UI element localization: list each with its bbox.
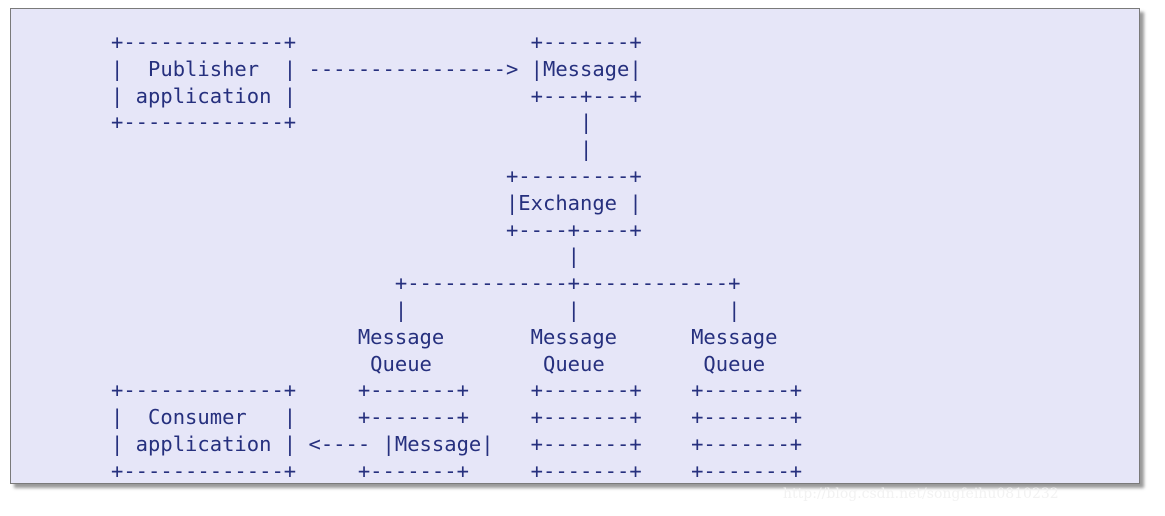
diagram-line: Message Message Message [111,324,778,349]
diagram-line: Queue Queue Queue [111,351,766,376]
watermark: http://blog.csdn.net/songfeihu0810232 [783,486,1059,502]
diagram-line: +-------------+ +-------+ [111,30,642,54]
diagram-panel: +-------------+ +-------+| Publisher | -… [10,8,1140,484]
diagram-line: | [111,137,593,162]
diagram-line: +---------+ [111,163,642,188]
diagram-line: +-------------+ | [111,110,593,135]
diagram-line: | application | +---+---+ [111,83,642,108]
diagram-line: |Exchange | [111,190,642,215]
diagram-line: +-------------+------------+ [111,271,741,296]
diagram-line: | [111,244,580,269]
ascii-diagram: +-------------+ +-------+| Publisher | -… [111,29,802,485]
diagram-line: | Publisher | ----------------> |Message… [111,56,642,81]
diagram-line: +-------------+ +-------+ +-------+ +---… [111,378,803,403]
diagram-line: | Consumer | +-------+ +-------+ +------… [111,405,803,430]
diagram-line: +-------------+ +-------+ +-------+ +---… [111,458,803,483]
diagram-line: | application | <---- |Message| +-------… [111,431,803,456]
diagram-line: +----+----+ [111,217,642,242]
diagram-line: | | | [111,297,741,322]
